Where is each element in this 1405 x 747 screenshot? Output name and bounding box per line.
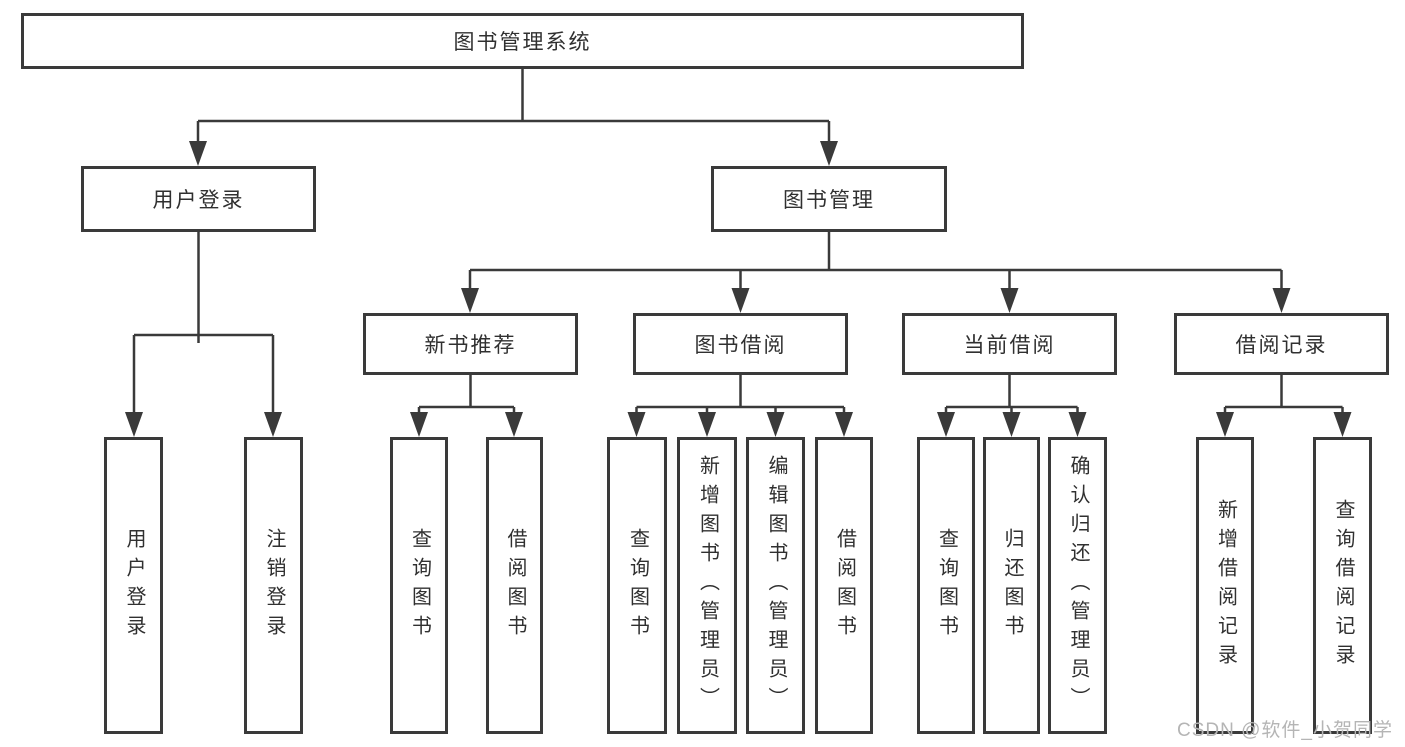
- leaf-label: 确认归还（管理员）: [1067, 455, 1089, 716]
- leaf-user-login: 用户登录: [104, 437, 163, 734]
- node-current-borrowing: 当前借阅: [902, 313, 1117, 375]
- node-label: 图书借阅: [694, 334, 787, 357]
- csdn-watermark: CSDN @软件_小贺同学: [1177, 720, 1393, 741]
- leaf-add-books-admin: 新增图书（管理员）: [677, 437, 737, 734]
- leaf-label: 新增图书（管理员）: [696, 455, 719, 716]
- leaf-current-query-books: 查询图书: [917, 437, 975, 734]
- leaf-logout: 注销登录: [244, 437, 303, 734]
- node-borrowing-records: 借阅记录: [1174, 313, 1389, 375]
- node-user-login: 用户登录: [81, 166, 316, 232]
- leaf-newbook-borrow-books: 借阅图书: [486, 437, 543, 734]
- leaf-label: 编辑图书（管理员）: [765, 455, 787, 716]
- leaf-label: 用户登录: [123, 527, 145, 644]
- leaf-label: 借阅图书: [504, 527, 526, 644]
- leaf-label: 查询借阅记录: [1332, 498, 1354, 673]
- leaf-newbook-query-books: 查询图书: [390, 437, 448, 734]
- leaf-label: 归还图书: [1001, 527, 1023, 644]
- leaf-return-books: 归还图书: [983, 437, 1040, 734]
- leaf-label: 新增借阅记录: [1214, 498, 1237, 673]
- leaf-borrowing-query-books: 查询图书: [607, 437, 667, 734]
- node-label: 用户登录: [152, 189, 245, 212]
- node-book-management: 图书管理: [711, 166, 947, 232]
- leaf-label: 借阅图书: [833, 527, 856, 644]
- leaf-borrowing-borrow-books: 借阅图书: [815, 437, 873, 734]
- leaf-label: 查询图书: [626, 527, 649, 644]
- node-library-management-system: 图书管理系统: [21, 13, 1024, 69]
- leaf-label: 注销登录: [263, 527, 285, 644]
- arrowheads: [125, 141, 1352, 437]
- leaf-edit-books-admin: 编辑图书（管理员）: [746, 437, 805, 734]
- node-label: 新书推荐: [424, 334, 517, 357]
- node-label: 当前借阅: [963, 334, 1056, 357]
- node-label: 借阅记录: [1235, 334, 1328, 357]
- node-label: 图书管理: [783, 189, 875, 212]
- node-book-borrowing: 图书借阅: [633, 313, 848, 375]
- leaf-query-borrow-record: 查询借阅记录: [1313, 437, 1372, 734]
- leaf-label: 查询图书: [935, 527, 958, 644]
- leaf-add-borrow-record: 新增借阅记录: [1196, 437, 1254, 734]
- leaf-confirm-return-admin: 确认归还（管理员）: [1048, 437, 1107, 734]
- node-new-book-recommendation: 新书推荐: [363, 313, 578, 375]
- leaf-label: 查询图书: [408, 527, 431, 644]
- node-label: 图书管理系统: [453, 31, 592, 54]
